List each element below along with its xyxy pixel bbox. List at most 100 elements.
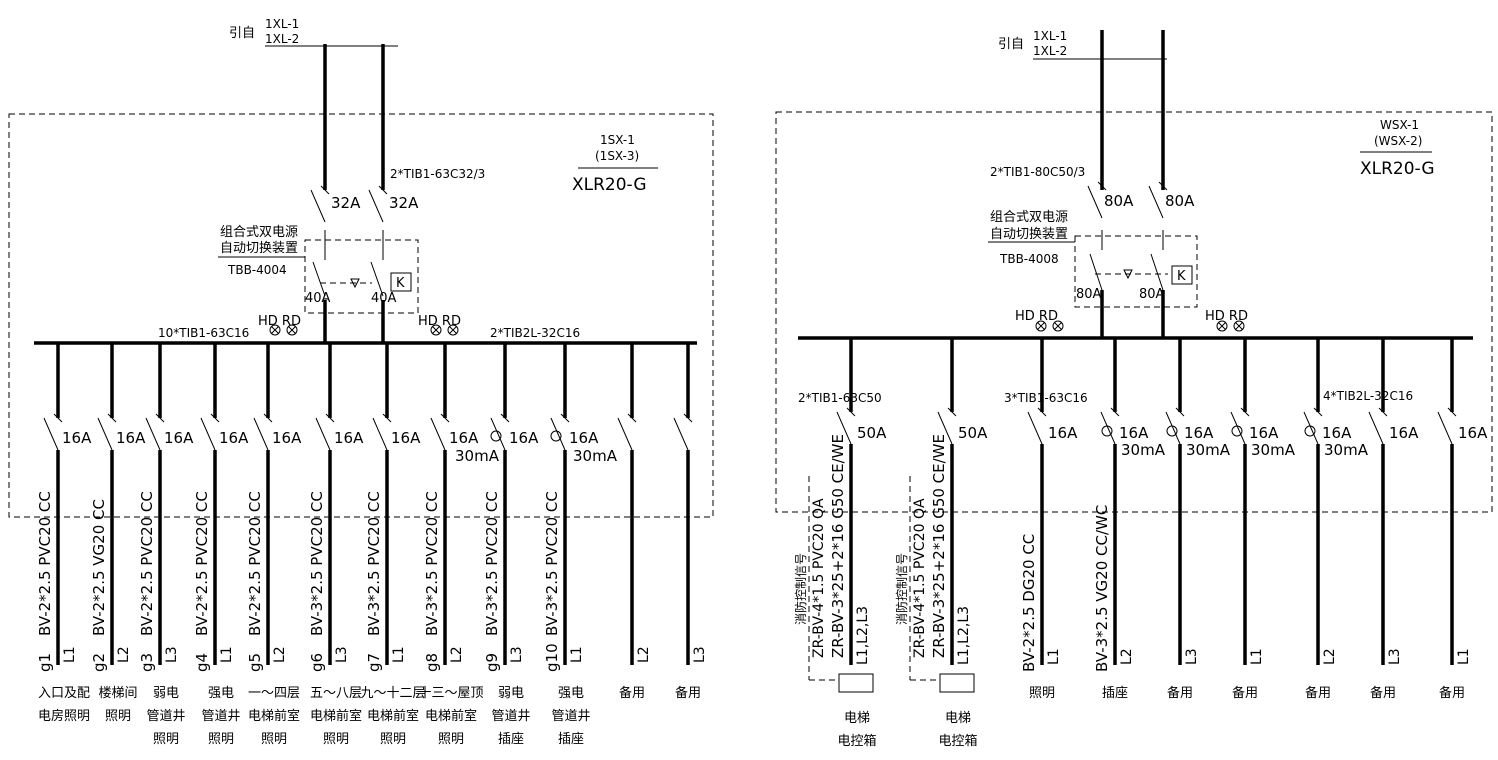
circuit-description: 照明 — [1029, 686, 1055, 701]
circuit-description: 电梯前室 — [310, 708, 362, 724]
breaker-blade — [1230, 411, 1246, 445]
breaker-blade — [836, 411, 852, 445]
circuit-phase: L2 — [116, 646, 132, 663]
indicator-lamp-icon — [1233, 320, 1245, 332]
circuit-cable-spec: BV-3*2.5 PVC20 CC — [483, 491, 501, 636]
circuit-description: 照明 — [153, 732, 179, 747]
circuit-rating: 50A — [958, 424, 988, 442]
circuit-description: 电梯 — [844, 711, 870, 726]
circuit-breaker — [253, 413, 273, 451]
lamp-cross — [449, 326, 457, 334]
breaker-blade — [253, 417, 269, 451]
circuit-phase: L3 — [1184, 648, 1200, 665]
breaker-group-spec: 10*TIB1-63C16 — [158, 326, 249, 340]
circuit-description: 弱电 — [498, 686, 524, 701]
main-breaker — [368, 185, 388, 223]
circuit-cable-spec: BV-3*2.5 PVC20 CC — [543, 491, 561, 636]
rcd-rating: 30mA — [1121, 441, 1166, 459]
circuit-phase: L1 — [569, 646, 585, 663]
ats-contact — [370, 261, 384, 297]
control-cable-spec: ZR-BV-4*1.5 PVC20 QA — [811, 498, 827, 658]
indicator-lamp-icon — [269, 324, 281, 336]
circuit-description: 五～八层 — [310, 686, 362, 701]
indicator-lamp-icon — [1052, 320, 1064, 332]
breaker-blade — [1437, 411, 1453, 445]
panel-enclosure — [8, 113, 714, 518]
indicator-lamp-icon — [447, 324, 459, 336]
indicator-label: HD RD — [258, 314, 301, 329]
breaker-blade — [372, 417, 388, 451]
breaker-blade — [1368, 411, 1384, 445]
circuit-description: 插座 — [558, 732, 584, 747]
circuit-rating: 16A — [1184, 424, 1214, 442]
breaker-blade — [315, 417, 331, 451]
circuit-description: 一～四层 — [248, 686, 300, 701]
circuit-breaker — [372, 413, 392, 451]
circuit-cable-spec: BV-2*2.5 PVC20 CC — [246, 491, 264, 636]
source-line-1: 1XL-1 — [1033, 29, 1067, 43]
source-label: 引自 — [998, 37, 1024, 52]
breaker-tick — [382, 413, 392, 423]
breaker-blade — [1087, 185, 1103, 219]
indicator-label: HD RD — [1205, 309, 1248, 324]
rcd-rating: 30mA — [455, 447, 500, 465]
breaker-tick — [500, 413, 510, 423]
circuit-description: 电控箱 — [837, 733, 876, 749]
circuit-description: 弱电 — [153, 686, 179, 701]
circuit-phase: L1 — [1249, 648, 1265, 665]
breaker-blade — [673, 417, 689, 451]
circuit-id: g10 — [543, 643, 561, 672]
breaker-tick — [627, 413, 637, 423]
main-breaker-spec: 2*TIB1-80C50/3 — [990, 165, 1085, 179]
circuit-breaker — [97, 413, 117, 451]
circuit-phase: L2 — [1119, 648, 1135, 665]
panel-id: 1SX-1 — [600, 133, 635, 147]
breaker-tick — [683, 413, 693, 423]
source-line-2: 1XL-2 — [265, 32, 299, 46]
ats-label-line-2: 自动切换装置 — [220, 241, 298, 256]
breaker-blade — [617, 417, 633, 451]
rcd-icon — [550, 430, 562, 442]
circuit-description: 电梯 — [945, 711, 971, 726]
circuit-breaker — [315, 413, 335, 451]
breaker-group-spec: 2*TIB2L-32C16 — [490, 326, 580, 340]
main-breaker — [310, 185, 330, 223]
main-breaker-rating: 32A — [331, 194, 361, 212]
breaker-tick — [325, 413, 335, 423]
circuit-breaker — [145, 413, 165, 451]
rcd-icon — [490, 430, 502, 442]
rcd-icon — [1101, 425, 1113, 437]
circuit-description: 备用 — [1232, 685, 1258, 701]
circuit-description: 九～十二层 — [360, 686, 425, 701]
ats-k-label: K — [1177, 269, 1186, 284]
circuit-phase: L1 — [1046, 648, 1062, 665]
circuit-phase: L3 — [1387, 648, 1403, 665]
breaker-tick — [210, 413, 220, 423]
breaker-tick — [263, 413, 273, 423]
circuit-rating: 16A — [1119, 424, 1149, 442]
circuit-description: 楼梯间 — [98, 686, 137, 701]
breaker-tick — [1037, 407, 1047, 417]
circuit-rating: 16A — [1048, 424, 1078, 442]
breaker-blade — [145, 417, 161, 451]
breaker-blade — [1165, 411, 1181, 445]
indicator-label: HD RD — [1015, 309, 1058, 324]
circuit-description: 十三～屋顶 — [418, 686, 483, 701]
breaker-tick — [155, 413, 165, 423]
main-breaker — [1148, 181, 1168, 219]
lamp-cross — [1037, 322, 1045, 330]
breaker-tick — [1313, 407, 1323, 417]
indicator-lamp-icon — [1035, 320, 1047, 332]
circuit-breaker — [1437, 407, 1457, 445]
breaker-tick — [1447, 407, 1457, 417]
circuit-description: 电房照明 — [38, 708, 90, 724]
breaker-blade — [937, 411, 953, 445]
